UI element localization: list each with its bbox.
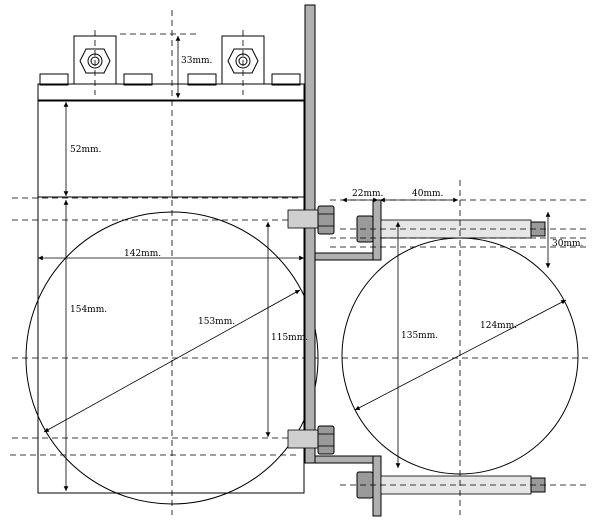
- dimension-lines: [38, 36, 567, 491]
- dim-label-22: 22mm.: [352, 189, 384, 199]
- dim-label-135: 135mm.: [401, 331, 438, 341]
- left-upper-bolt: [287, 205, 335, 235]
- dim-label-142: 142mm.: [124, 249, 161, 259]
- dim-label-30: 30mm.: [552, 239, 584, 249]
- right-assembly: [330, 180, 590, 515]
- dim-label-40: 40mm.: [412, 189, 444, 199]
- dim-label-124: 124mm.: [480, 321, 517, 331]
- dim-label-115: 115mm.: [271, 333, 308, 343]
- dim-label-52: 52mm.: [70, 145, 102, 155]
- dim-label-33: 33mm.: [181, 56, 213, 66]
- left-lower-bolt: [287, 425, 335, 455]
- left-top-plate: [37, 83, 305, 102]
- dim-label-154: 154mm.: [70, 305, 107, 315]
- dim-label-153: 153mm.: [198, 317, 235, 327]
- left-body-outline: [37, 99, 305, 494]
- dimension-labels: 33mm. 52mm. 142mm. 154mm. 153mm. 115mm. …: [70, 56, 584, 343]
- mounting-plate: [304, 4, 382, 517]
